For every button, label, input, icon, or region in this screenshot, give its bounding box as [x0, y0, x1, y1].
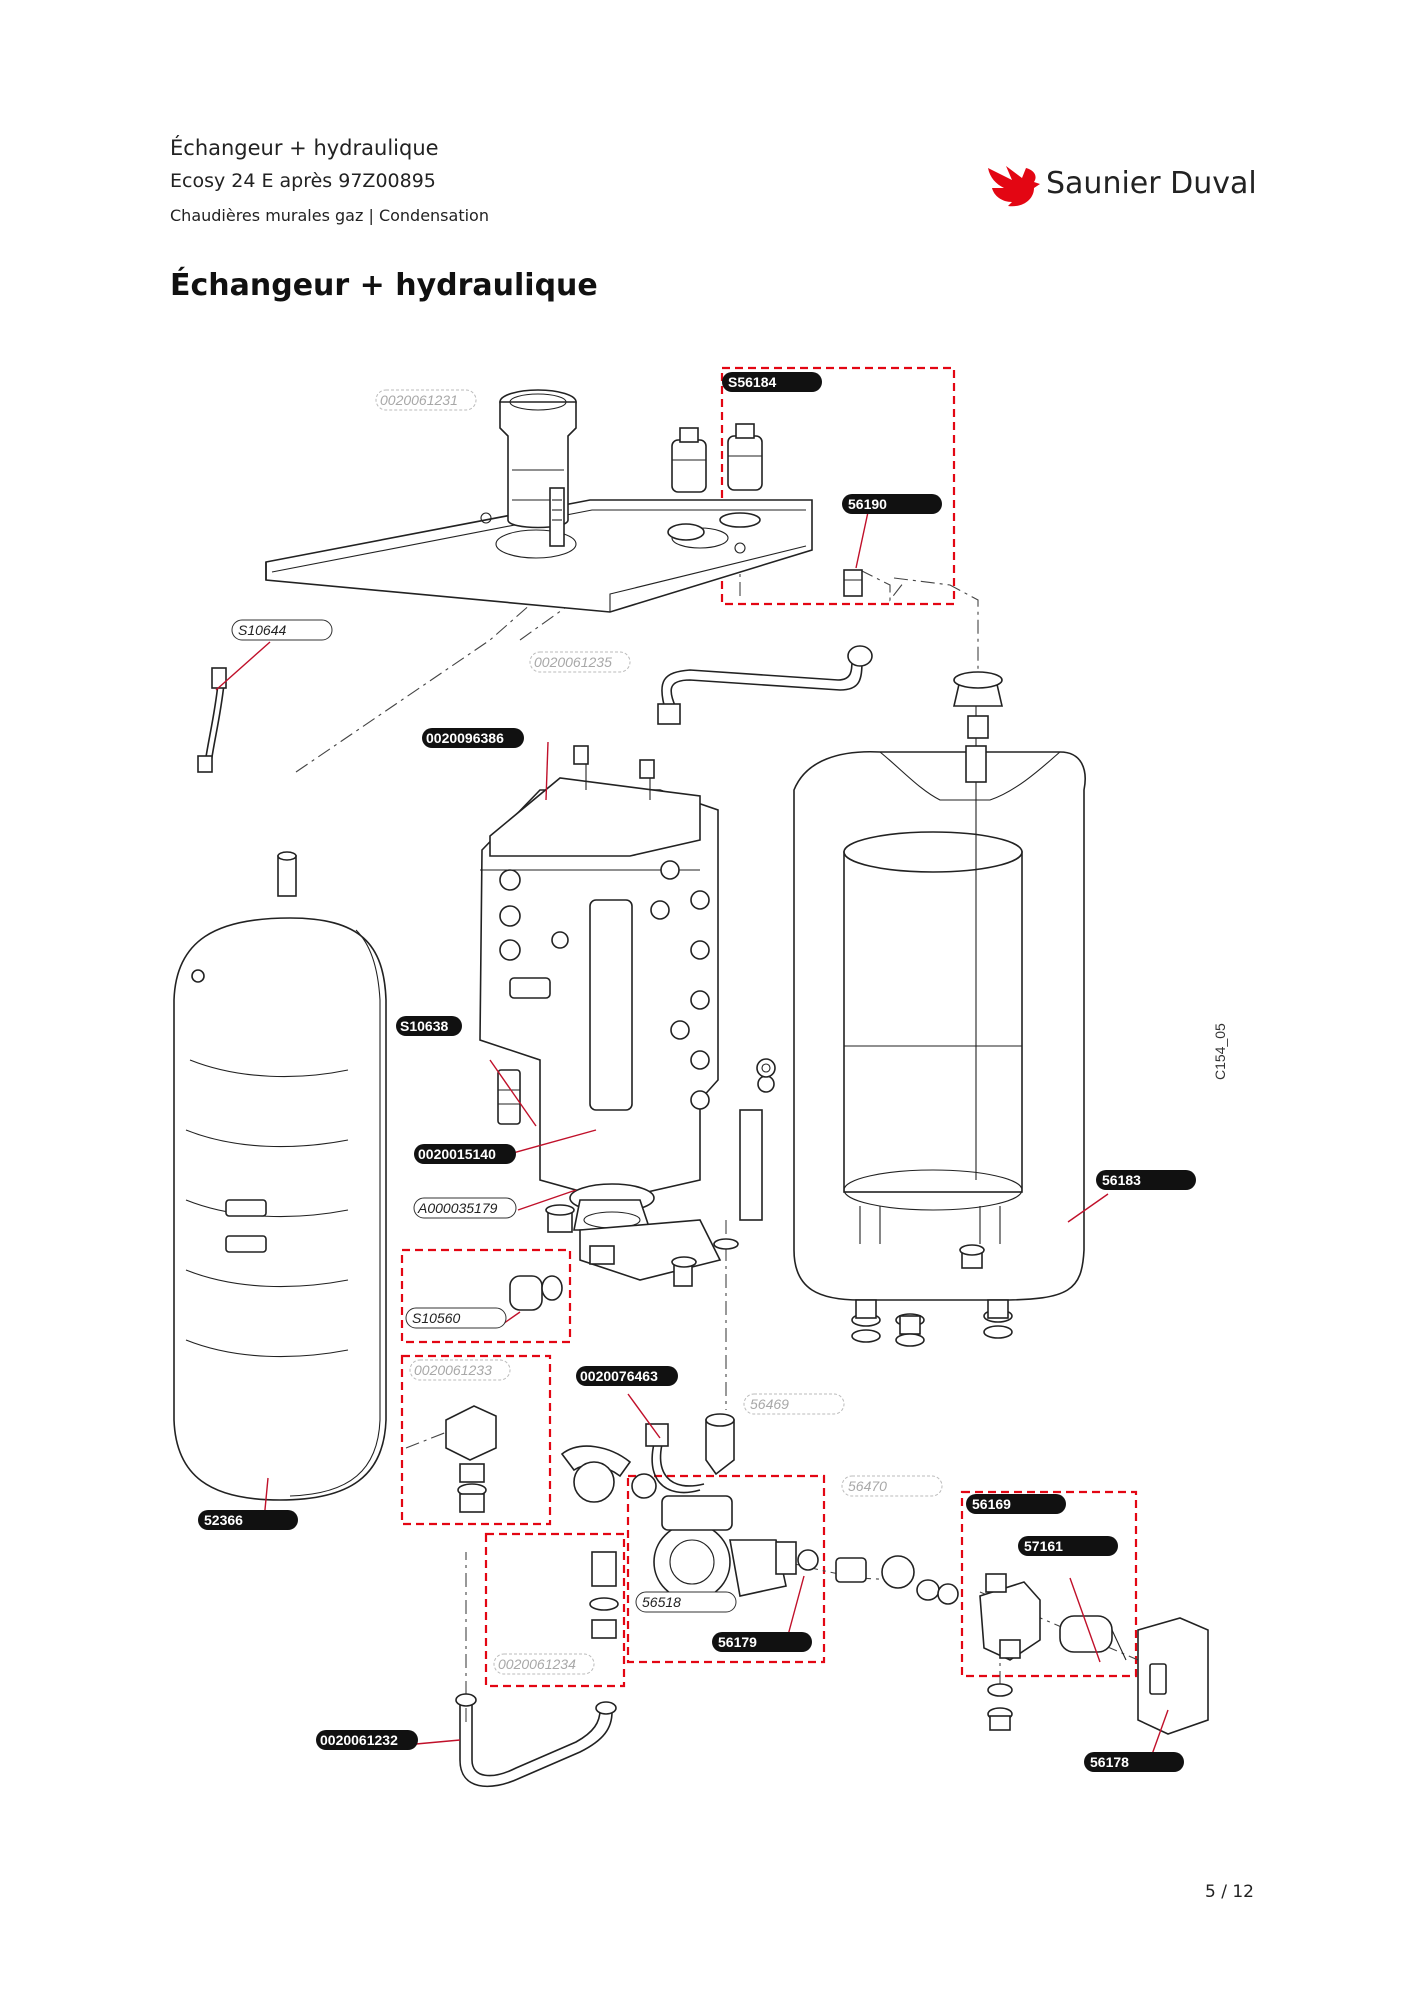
highlight-boxes	[400, 366, 1138, 1688]
fitting-s10638	[497, 1069, 521, 1125]
leader-0020015140	[501, 1129, 597, 1157]
label-52366[interactable]: 52366	[198, 1510, 298, 1530]
expansion-tank	[173, 917, 387, 1501]
label-0020076463[interactable]: 0020076463	[576, 1366, 678, 1386]
box-0020061233	[400, 1354, 552, 1526]
svg-text:S10638: S10638	[400, 1018, 448, 1034]
header-category: Échangeur + hydraulique	[170, 136, 439, 160]
page-number: 5 / 12	[1205, 1882, 1254, 1902]
label-56169[interactable]: 56169	[966, 1494, 1066, 1514]
label-0020061233[interactable]: 0020061233	[409, 1359, 511, 1381]
page-title: Échangeur + hydraulique	[170, 268, 598, 303]
pipe-0020061235	[657, 645, 873, 725]
box-56178	[1137, 1617, 1209, 1761]
label-0020061232[interactable]: 0020061232	[316, 1730, 418, 1750]
svg-text:S56184: S56184	[728, 374, 776, 390]
label-s56184[interactable]: S56184	[722, 372, 822, 392]
water-cylinder	[793, 700, 1109, 1301]
pin	[277, 851, 297, 897]
heat-exchanger	[479, 745, 775, 1281]
label-0020096386[interactable]: 0020096386	[422, 728, 524, 748]
svg-text:57161: 57161	[1024, 1538, 1063, 1554]
drawing-reference: C154_05	[1212, 1023, 1228, 1080]
valve-rings	[987, 1683, 1013, 1731]
label-56518[interactable]: 56518	[635, 1591, 737, 1613]
svg-text:0020061232: 0020061232	[320, 1732, 398, 1748]
svg-text:0020061234: 0020061234	[498, 1656, 576, 1672]
exchanger-fittings	[545, 1058, 776, 1287]
label-56183[interactable]: 56183	[1096, 1170, 1196, 1190]
fittings-0020061234	[589, 1551, 619, 1639]
label-56178[interactable]: 56178	[1084, 1752, 1184, 1772]
cap-s10560	[499, 1275, 563, 1327]
svg-text:0020096386: 0020096386	[426, 730, 504, 746]
svg-text:56470: 56470	[848, 1478, 887, 1494]
pipe-0020061232	[415, 1693, 617, 1788]
leader-0020096386	[545, 741, 549, 801]
label-56469[interactable]: 56469	[743, 1393, 845, 1415]
box-0020061234	[484, 1532, 626, 1688]
label-a000035179[interactable]: A000035179	[413, 1197, 517, 1219]
label-s10560[interactable]: S10560	[405, 1307, 507, 1329]
box-56169	[960, 1490, 1138, 1678]
label-56470[interactable]: 56470	[841, 1475, 943, 1497]
label-s10638[interactable]: S10638	[396, 1016, 462, 1036]
svg-text:56183: 56183	[1102, 1172, 1141, 1188]
svg-text:0020061231: 0020061231	[380, 392, 458, 408]
part-labels: S56184 56190 0020096386 S10638 002001514…	[198, 372, 1196, 1772]
label-0020061235[interactable]: 0020061235	[529, 651, 631, 673]
valve-56169	[979, 1573, 1041, 1661]
label-s10644[interactable]: S10644	[231, 619, 333, 641]
brand-name: Saunier Duval	[1046, 166, 1257, 201]
sensor-cable	[197, 641, 271, 773]
svg-text:56469: 56469	[750, 1396, 789, 1412]
fitting-56190	[843, 511, 869, 597]
elbow-0020061233	[445, 1405, 497, 1513]
air-vents	[667, 423, 763, 541]
svg-text:56178: 56178	[1090, 1754, 1129, 1770]
label-56190[interactable]: 56190	[842, 494, 942, 514]
svg-text:52366: 52366	[204, 1512, 243, 1528]
label-0020061231[interactable]: 0020061231	[375, 389, 477, 411]
svg-text:0020015140: 0020015140	[418, 1146, 496, 1162]
box-s10560	[400, 1248, 572, 1344]
brand-logo	[982, 158, 1252, 214]
svg-text:0020076463: 0020076463	[580, 1368, 658, 1384]
label-0020061234[interactable]: 0020061234	[493, 1653, 595, 1675]
label-56179[interactable]: 56179	[712, 1632, 812, 1652]
label-0020015140[interactable]: 0020015140	[414, 1144, 516, 1164]
fittings-56470	[835, 1555, 959, 1605]
svg-text:S10560: S10560	[412, 1310, 460, 1326]
label-57161[interactable]: 57161	[1018, 1536, 1118, 1556]
probe	[549, 487, 565, 547]
leader-a000035179	[517, 1189, 577, 1211]
leader-0020076463	[627, 1393, 661, 1439]
svg-text:56518: 56518	[642, 1594, 681, 1610]
svg-text:S10644: S10644	[238, 622, 286, 638]
svg-text:56179: 56179	[718, 1634, 757, 1650]
svg-text:0020061235: 0020061235	[534, 654, 612, 670]
fitting-56469	[705, 1413, 735, 1476]
svg-text:A000035179: A000035179	[417, 1200, 498, 1216]
svg-text:0020061233: 0020061233	[414, 1362, 492, 1378]
cartridge-57161	[1059, 1577, 1127, 1663]
svg-text:56190: 56190	[848, 496, 887, 512]
bird-logo-icon	[988, 166, 1040, 207]
circulator-pump	[560, 1445, 819, 1651]
leader-s10638	[489, 1059, 537, 1127]
box-56179	[626, 1474, 826, 1664]
header-product-line: Chaudières murales gaz | Condensation	[170, 206, 489, 225]
cylinder-fittings	[851, 671, 1013, 1347]
svg-text:56169: 56169	[972, 1496, 1011, 1512]
header-model: Ecosy 24 E après 97Z00895	[170, 170, 436, 192]
